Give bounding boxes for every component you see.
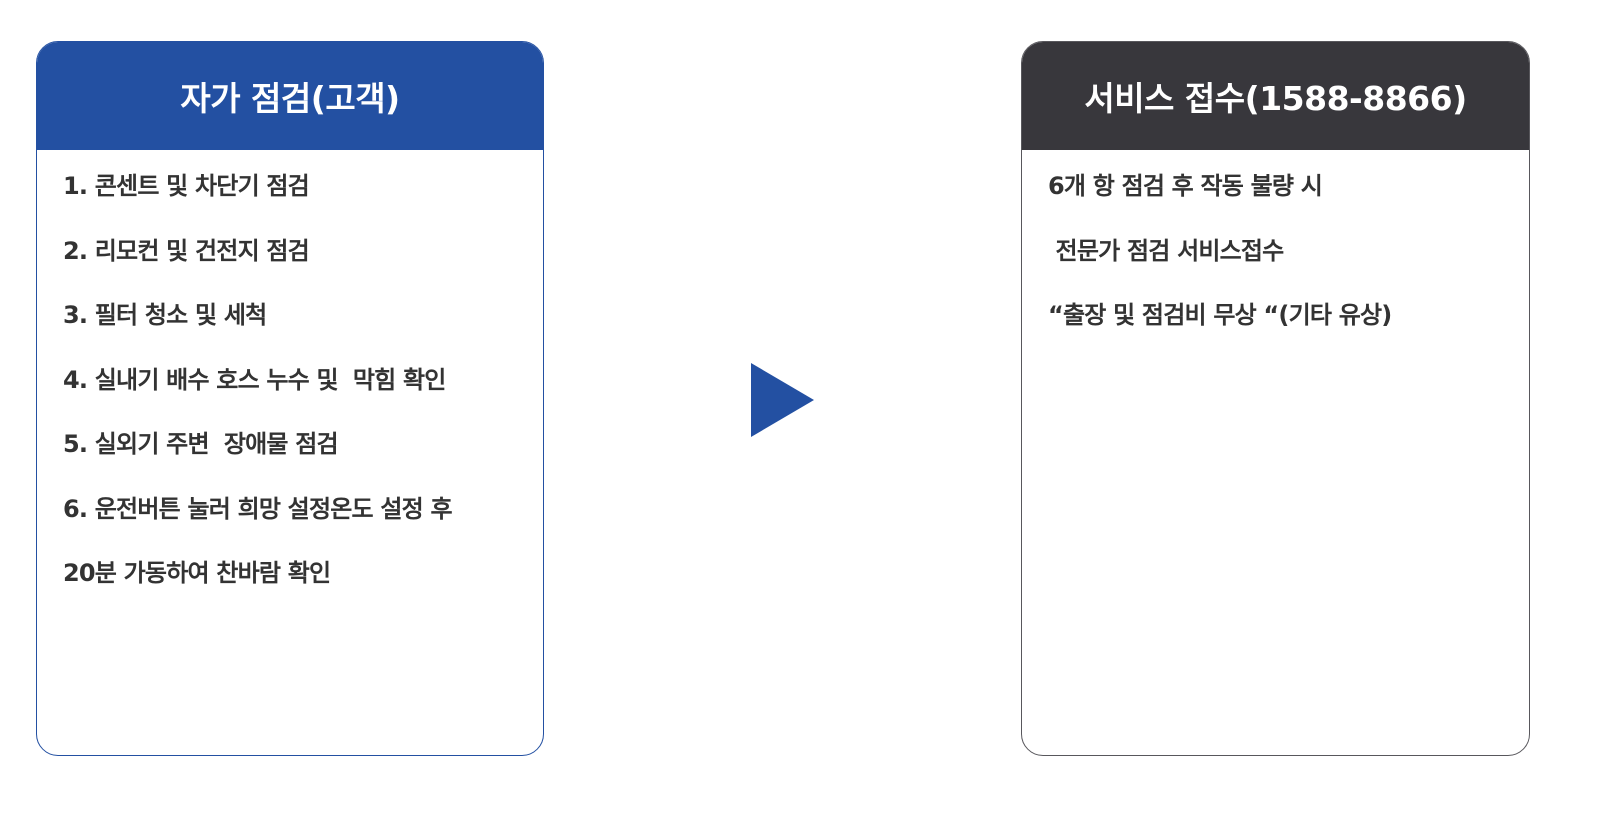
- service-card: 서비스 접수(1588-8866) 6개 항 점검 후 작동 불량 시 전문가 …: [1021, 41, 1530, 756]
- self-check-item: 5. 실외기 주변 장애물 점검: [63, 430, 339, 458]
- self-check-item: 1. 콘센트 및 차단기 점검: [63, 172, 310, 200]
- play-triangle-right-icon: [751, 363, 814, 437]
- self-check-title: 자가 점검(고객): [180, 79, 400, 118]
- self-check-item: 3. 필터 청소 및 세척: [63, 301, 267, 329]
- self-check-card: 자가 점검(고객) 1. 콘센트 및 차단기 점검 2. 리모컨 및 건전지 점…: [36, 41, 544, 756]
- self-check-item: 20분 가동하여 찬바람 확인: [63, 559, 331, 587]
- service-item: “출장 및 점검비 무상 “(기타 유상): [1048, 301, 1392, 329]
- service-title: 서비스 접수(1588-8866): [1084, 79, 1467, 118]
- self-check-header: 자가 점검(고객): [37, 42, 543, 150]
- self-check-item: 2. 리모컨 및 건전지 점검: [63, 236, 310, 265]
- service-item: 전문가 점검 서비스접수: [1048, 236, 1285, 265]
- service-header: 서비스 접수(1588-8866): [1022, 42, 1529, 150]
- self-check-item: 4. 실내기 배수 호스 누수 및 막힘 확인: [63, 365, 446, 394]
- self-check-list: 1. 콘센트 및 차단기 점검 2. 리모컨 및 건전지 점검 3. 필터 청소…: [37, 150, 543, 589]
- service-list: 6개 항 점검 후 작동 불량 시 전문가 점검 서비스접수 “출장 및 점검비…: [1022, 150, 1529, 331]
- service-item: 6개 항 점검 후 작동 불량 시: [1048, 172, 1323, 200]
- self-check-item: 6. 운전버튼 눌러 희망 설정온도 설정 후: [63, 494, 453, 523]
